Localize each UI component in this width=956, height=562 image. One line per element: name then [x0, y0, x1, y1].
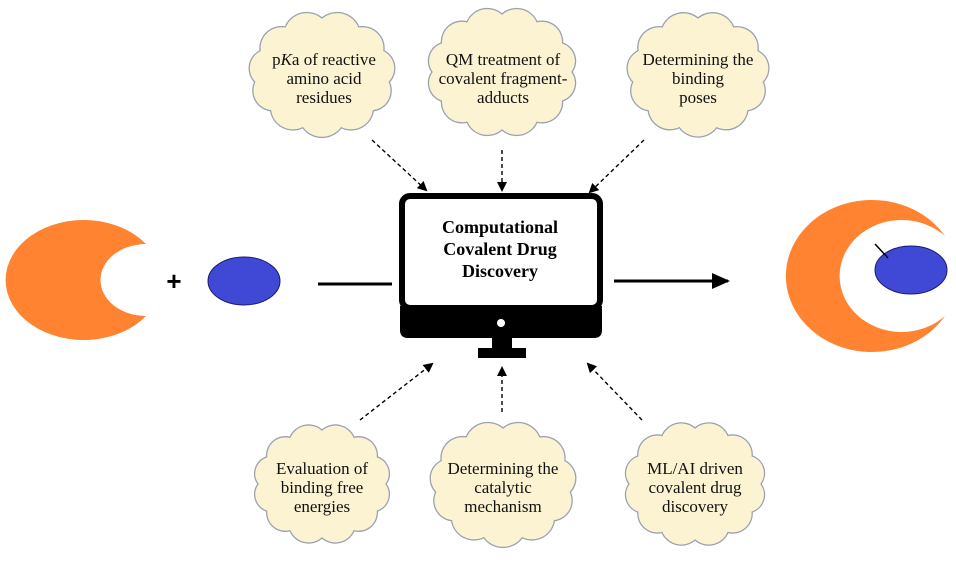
monitor-base [478, 348, 526, 358]
cloud-mechanism-text: Determining the catalytic mechanism [436, 459, 570, 516]
pka-line-2: amino acid [286, 69, 362, 88]
free-energy-line-1: Evaluation of [275, 459, 369, 478]
enzyme-reactant [5, 220, 147, 340]
arrow-free-energy-to-computer [359, 362, 434, 421]
dashed-arrows [359, 139, 645, 421]
cloud-poses-shape [626, 12, 770, 138]
mechanism-line-3: mechanism [464, 497, 542, 516]
cloud-free-energy-text: Evaluation of binding free energies [262, 459, 382, 516]
arrow-ml-ai-to-computer [586, 362, 643, 421]
pka-line-3: residues [296, 88, 352, 107]
ml-ai-line-2: covalent drug [648, 478, 742, 497]
free-energy-line-2: binding free [280, 478, 364, 497]
cloud-pka-text: pKa of reactive amino acid residues [262, 50, 386, 107]
cloud-qm-text: QM treatment of covalent fragment- adduc… [432, 50, 574, 107]
cloud-pka-shape [248, 11, 396, 138]
pka-line-1: pKa of reactive [272, 50, 376, 69]
monitor-stand [492, 338, 512, 350]
computer-monitor [399, 193, 603, 358]
mechanism-line-2: catalytic [474, 478, 532, 497]
title-line-3: Discovery [462, 261, 538, 281]
cloud-ml-ai-shape [624, 422, 766, 546]
qm-line-2: covalent fragment- [438, 69, 568, 88]
poses-line-1: Determining the [642, 50, 754, 69]
cloud-mechanism-shape [429, 421, 577, 548]
cloud-poses-text: Determining the binding poses [634, 50, 762, 107]
cloud-free-energy-shape [254, 424, 390, 544]
cloud-shapes [248, 7, 770, 548]
arrow-poses-to-computer [588, 139, 645, 194]
mechanism-line-1: Determining the [447, 459, 559, 478]
qm-line-1: QM treatment of [445, 50, 561, 69]
enzyme-product [785, 199, 945, 353]
free-energy-line-3: energies [293, 497, 351, 516]
title-line-2: Covalent Drug [443, 239, 557, 259]
title-line-1: Computational [441, 217, 558, 237]
cloud-ml-ai-text: ML/AI driven covalent drug discovery [630, 459, 760, 516]
plus-sign: + [166, 266, 182, 296]
ml-ai-line-1: ML/AI driven [647, 459, 743, 478]
ligand-molecule [207, 256, 281, 306]
poses-line-3: poses [679, 88, 717, 107]
ml-ai-line-3: discovery [661, 497, 729, 516]
arrow-pka-to-computer [371, 139, 428, 192]
qm-line-3: adducts [477, 88, 529, 107]
monitor-power-dot [497, 319, 505, 327]
monitor-title: Computational Covalent Drug Discovery [410, 216, 590, 282]
covalent-bond [874, 243, 889, 259]
poses-line-2: binding [672, 69, 724, 88]
ligand-bound [874, 245, 948, 295]
cloud-qm-shape [427, 7, 577, 137]
